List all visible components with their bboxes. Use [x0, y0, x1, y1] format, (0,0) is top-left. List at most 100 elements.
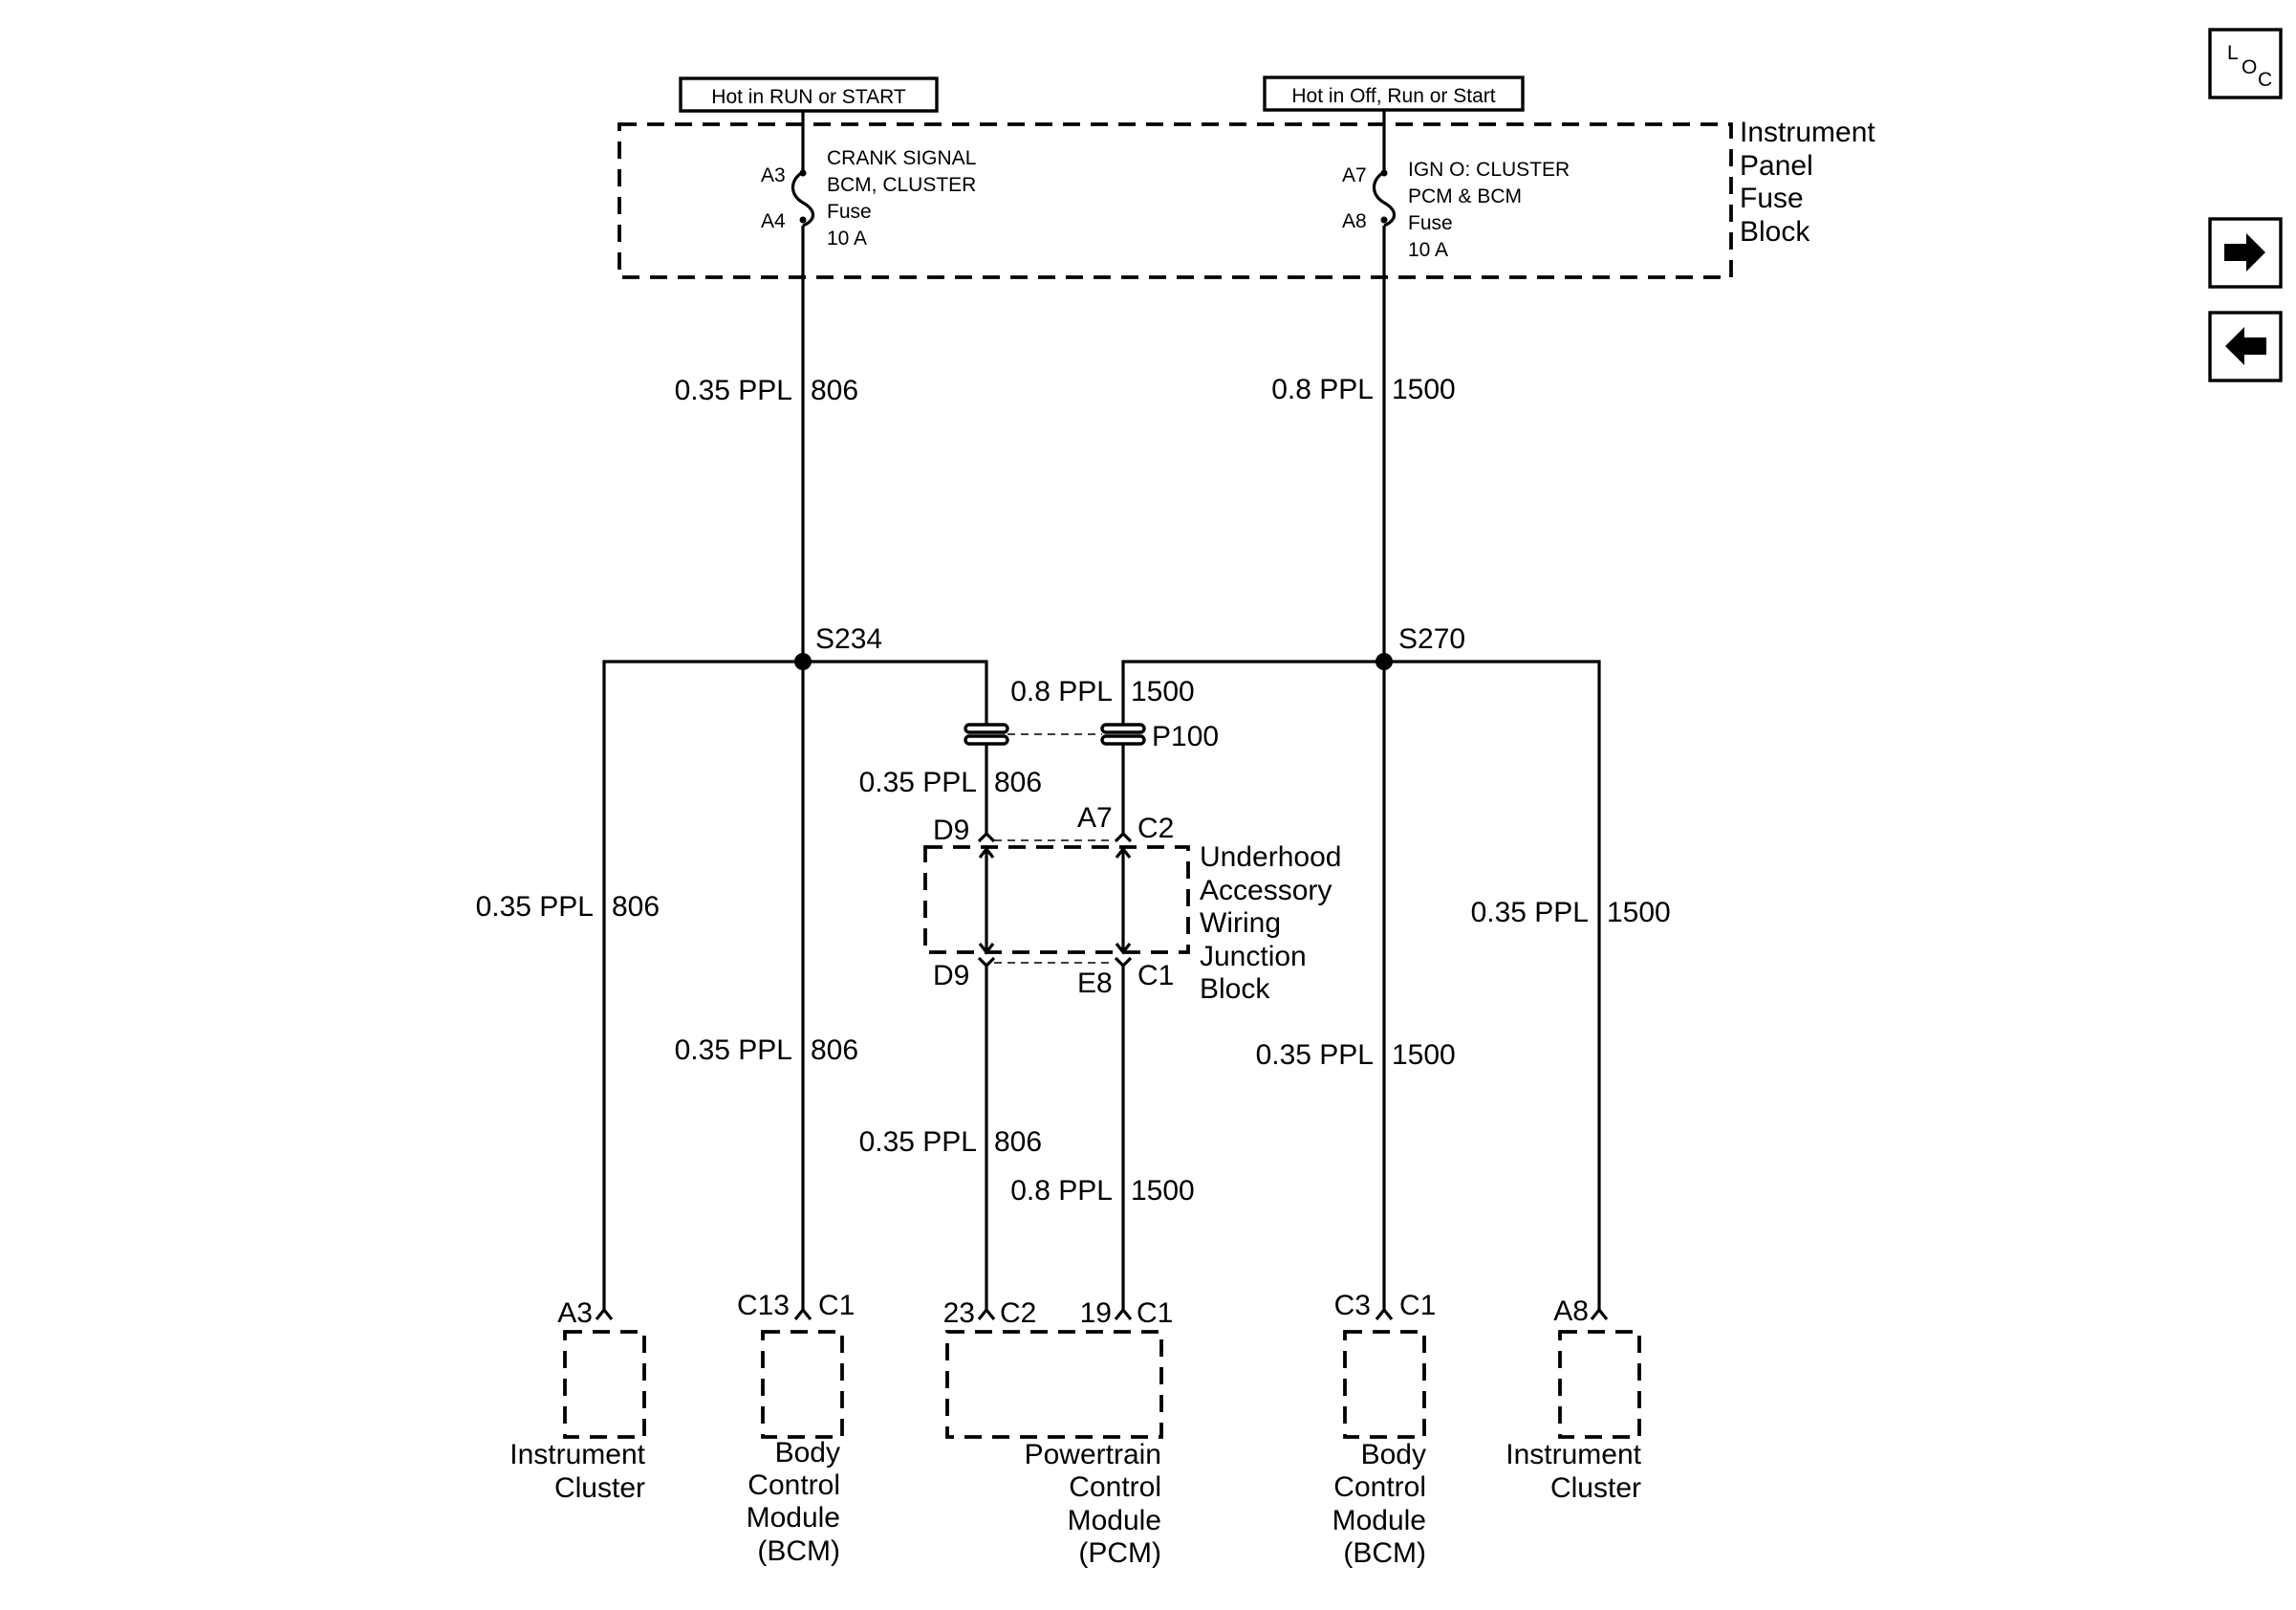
next-page-button[interactable] — [2208, 217, 2283, 289]
location-icon: L O C — [2227, 42, 2272, 91]
svg-text:Junction: Junction — [1200, 941, 1307, 972]
svg-text:Cluster: Cluster — [554, 1472, 645, 1504]
wire-label-1500-bcm: 0.35 PPL 1500 — [1256, 1039, 1456, 1071]
svg-text:C1: C1 — [1137, 960, 1174, 991]
svg-text:C2: C2 — [1000, 1297, 1036, 1329]
power-label-right: Hot in Off, Run or Start — [1263, 76, 1525, 112]
wire-label-806-p100: 0.35 PPL 806 — [859, 767, 1043, 798]
module-instrument-cluster-left: A3 Instrument Cluster — [509, 1297, 646, 1504]
wire-label-806-main: 0.35 PPL 806 — [675, 375, 859, 406]
wire-label-806-far-left: 0.35 PPL 806 — [476, 891, 661, 923]
connector-p100: P100 — [964, 721, 1219, 752]
left-fuse: A3 A4 CRANK SIGNAL BCM, CLUSTER Fuse 10 … — [761, 111, 976, 250]
svg-text:Powertrain: Powertrain — [1025, 1439, 1161, 1470]
svg-text:806: 806 — [994, 767, 1042, 798]
svg-text:806: 806 — [811, 1034, 858, 1066]
svg-text:A3: A3 — [761, 164, 786, 186]
svg-text:Module: Module — [1068, 1505, 1161, 1536]
junction-block: D9 A7 C2 D9 E8 C1 — [923, 802, 1190, 999]
svg-text:C2: C2 — [1137, 813, 1174, 844]
svg-text:S270: S270 — [1398, 623, 1465, 655]
next-arrow-icon — [2224, 233, 2265, 272]
svg-text:806: 806 — [811, 375, 858, 406]
svg-text:0.35 PPL: 0.35 PPL — [1256, 1039, 1374, 1071]
previous-arrow-icon — [2225, 327, 2266, 365]
svg-text:0.35 PPL: 0.35 PPL — [859, 767, 977, 798]
svg-text:D9: D9 — [933, 815, 969, 846]
svg-text:E8: E8 — [1077, 968, 1113, 999]
svg-text:Cluster: Cluster — [1550, 1472, 1641, 1504]
svg-text:806: 806 — [612, 891, 660, 923]
svg-text:C3: C3 — [1334, 1290, 1371, 1321]
svg-text:0.35 PPL: 0.35 PPL — [675, 375, 792, 406]
svg-text:L: L — [2227, 42, 2239, 64]
svg-text:(PCM): (PCM) — [1078, 1537, 1161, 1569]
svg-text:Fuse: Fuse — [1408, 212, 1453, 234]
svg-text:Panel: Panel — [1740, 150, 1813, 182]
svg-text:Control: Control — [1333, 1471, 1426, 1503]
svg-text:Fuse: Fuse — [1740, 183, 1804, 214]
svg-text:Body: Body — [1361, 1439, 1426, 1470]
svg-text:P100: P100 — [1152, 721, 1219, 752]
svg-text:10 A: 10 A — [827, 228, 867, 250]
svg-text:1500: 1500 — [1392, 1039, 1456, 1071]
svg-text:C1: C1 — [1137, 1297, 1173, 1329]
module-bcm-left: C13 C1 Body Control Module (BCM) — [737, 1290, 855, 1567]
svg-text:S234: S234 — [815, 623, 882, 655]
svg-text:Hot in Off, Run or Start: Hot in Off, Run or Start — [1291, 85, 1495, 107]
fuse-block-outline — [617, 122, 1733, 279]
svg-text:0.8 PPL: 0.8 PPL — [1010, 1175, 1113, 1207]
module-connectors — [595, 1307, 1609, 1320]
svg-text:A3: A3 — [557, 1297, 593, 1329]
svg-text:Fuse: Fuse — [827, 201, 872, 223]
svg-text:Instrument: Instrument — [1740, 117, 1875, 148]
svg-text:Control: Control — [1069, 1471, 1161, 1503]
bus-1500 — [1121, 660, 1601, 1310]
svg-text:19: 19 — [1080, 1297, 1112, 1329]
svg-text:PCM & BCM: PCM & BCM — [1408, 185, 1522, 207]
module-instrument-cluster-right: A8 Instrument Cluster — [1505, 1295, 1641, 1504]
svg-text:C: C — [2258, 69, 2272, 91]
svg-text:Module: Module — [747, 1502, 840, 1534]
svg-text:10 A: 10 A — [1408, 239, 1448, 261]
svg-text:0.8 PPL: 0.8 PPL — [1010, 676, 1113, 707]
splice-s270: S270 — [1375, 623, 1465, 670]
svg-text:A7: A7 — [1342, 164, 1367, 186]
svg-text:Hot in RUN or START: Hot in RUN or START — [711, 86, 906, 108]
fuse-block-label: Instrument Panel Fuse Block — [1740, 117, 1875, 248]
wire-label-1500-far-right: 0.35 PPL 1500 — [1471, 897, 1671, 928]
svg-text:1500: 1500 — [1131, 1175, 1195, 1207]
svg-text:Control: Control — [747, 1469, 840, 1501]
svg-text:A4: A4 — [761, 210, 786, 232]
svg-text:1500: 1500 — [1392, 374, 1456, 405]
svg-text:0.35 PPL: 0.35 PPL — [859, 1126, 977, 1158]
wire-label-1500-p100: 0.8 PPL 1500 — [1010, 676, 1195, 707]
svg-text:Block: Block — [1200, 973, 1270, 1005]
wire-label-1500-pcm: 0.8 PPL 1500 — [1010, 1175, 1195, 1207]
svg-text:0.35 PPL: 0.35 PPL — [476, 891, 594, 923]
svg-text:C1: C1 — [818, 1290, 855, 1321]
svg-text:IGN O: CLUSTER: IGN O: CLUSTER — [1408, 159, 1570, 181]
svg-text:BCM, CLUSTER: BCM, CLUSTER — [827, 174, 976, 196]
wire-label-806-pcm: 0.35 PPL 806 — [859, 1126, 1043, 1158]
svg-text:0.35 PPL: 0.35 PPL — [675, 1034, 792, 1066]
right-fuse: A7 A8 IGN O: CLUSTER PCM & BCM Fuse 10 A — [1342, 110, 1570, 261]
svg-text:O: O — [2242, 56, 2257, 78]
svg-text:A8: A8 — [1342, 210, 1367, 232]
location-button[interactable]: L O C — [2208, 28, 2283, 99]
svg-text:Underhood: Underhood — [1200, 841, 1341, 873]
svg-text:Instrument: Instrument — [1505, 1439, 1641, 1470]
svg-text:Body: Body — [775, 1437, 840, 1469]
svg-text:1500: 1500 — [1131, 676, 1195, 707]
svg-text:D9: D9 — [933, 960, 969, 991]
module-bcm-right: C3 C1 Body Control Module (BCM) — [1332, 1290, 1437, 1569]
svg-text:(BCM): (BCM) — [1343, 1537, 1426, 1569]
svg-text:A8: A8 — [1553, 1295, 1589, 1327]
wire-label-806-bcm: 0.35 PPL 806 — [675, 1034, 859, 1066]
svg-text:Wiring: Wiring — [1200, 907, 1281, 939]
splice-s234: S234 — [794, 623, 882, 670]
bus-806 — [602, 660, 988, 1310]
junction-block-label: Underhood Accessory Wiring Junction Bloc… — [1200, 841, 1341, 1005]
svg-text:0.8 PPL: 0.8 PPL — [1271, 374, 1374, 405]
previous-page-button[interactable] — [2208, 311, 2283, 382]
